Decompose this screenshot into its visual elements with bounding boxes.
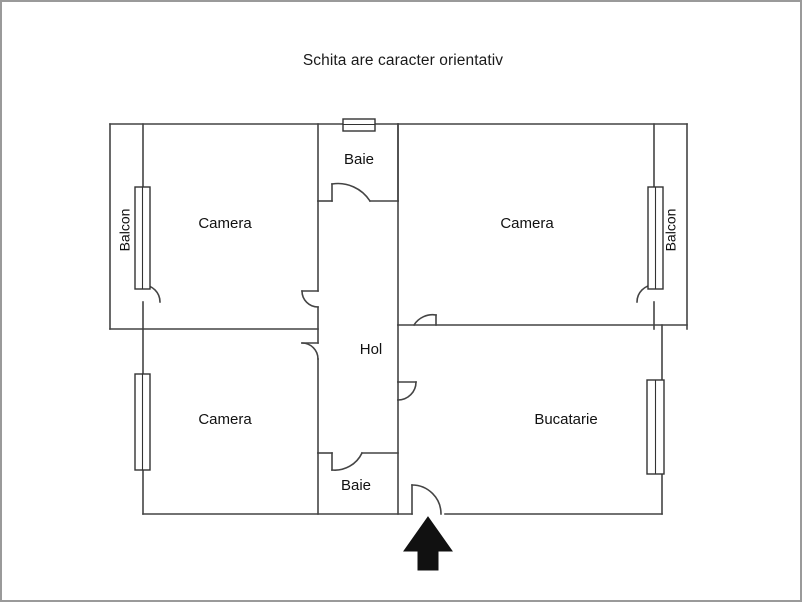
door-swing-entrance xyxy=(411,484,442,515)
room-label-camera-bottom-left: Camera xyxy=(198,411,252,428)
room-label-bucatarie: Bucatarie xyxy=(534,411,597,428)
room-label-group: Balcon Camera Baie Camera Balcon Hol Cam… xyxy=(117,151,679,494)
door-swing-camera-top-left xyxy=(301,290,319,308)
page-title: Schita are caracter orientativ xyxy=(302,52,504,69)
room-label-baie-top: Baie xyxy=(344,151,374,168)
window-group xyxy=(134,118,665,475)
door-swing-camera-bottom-left xyxy=(301,342,319,360)
door-swing-baie-top xyxy=(331,182,372,203)
room-label-camera-top-right: Camera xyxy=(500,215,554,232)
up-arrow-icon xyxy=(403,516,453,571)
room-label-camera-top-left: Camera xyxy=(198,215,252,232)
wall-group xyxy=(109,123,688,515)
entrance-arrow xyxy=(403,516,453,571)
door-swing-bucatarie xyxy=(397,381,417,401)
room-label-hol: Hol xyxy=(360,341,383,358)
room-label-baie-bottom: Baie xyxy=(341,477,371,494)
door-swing-baie-bottom xyxy=(331,451,364,471)
room-label-balcon-left: Balcon xyxy=(117,209,133,252)
door-swing-camera-top-right xyxy=(412,313,437,327)
room-label-balcon-right: Balcon xyxy=(663,209,679,252)
